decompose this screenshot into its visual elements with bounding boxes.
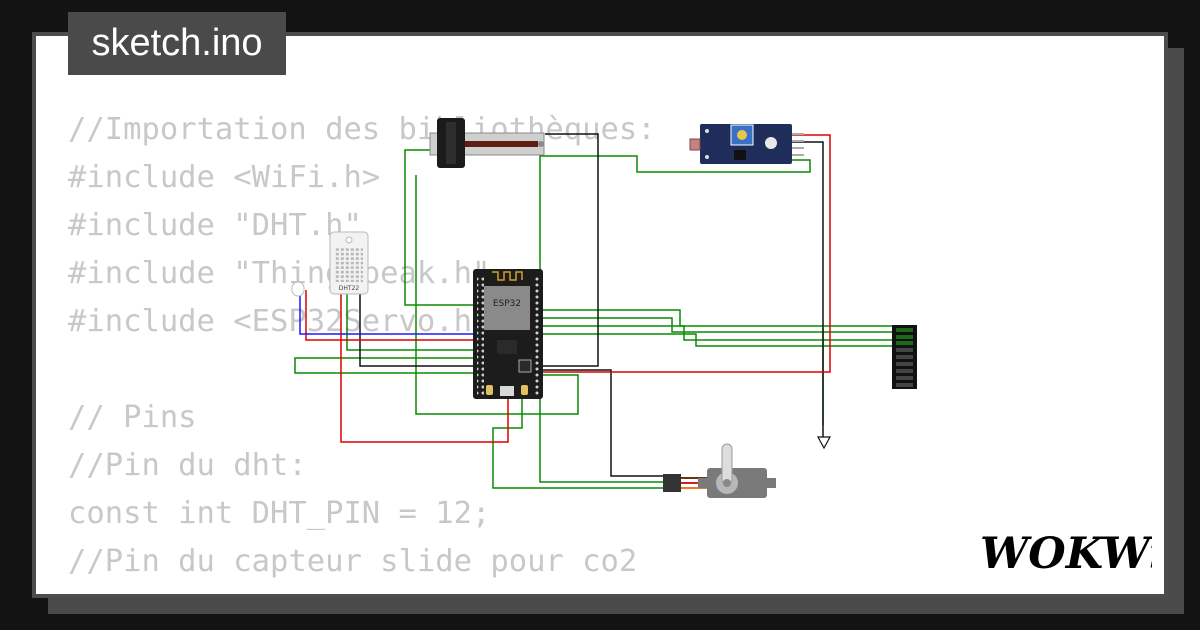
- code-line: #include <ESP32Servo.h>: [68, 304, 491, 339]
- led-bar-graph[interactable]: [892, 325, 917, 389]
- wokwi-logo: WOKWi: [980, 529, 1152, 578]
- slide-potentiometer[interactable]: [429, 118, 545, 168]
- code-line: #include <WiFi.h>: [68, 160, 381, 195]
- code-line: const int slide = 35;: [68, 586, 656, 594]
- led[interactable]: [291, 281, 305, 297]
- preview-card: //Importation des bibliothèques:#include…: [32, 32, 1168, 598]
- wokwi-logo-text: WOKWi: [980, 529, 1152, 578]
- code-line: //Pin du dht:: [68, 448, 307, 483]
- esp32-board[interactable]: ESP32: [473, 269, 543, 399]
- photoresistor-module[interactable]: [689, 124, 804, 164]
- servo-motor[interactable]: [663, 443, 776, 498]
- file-tab[interactable]: sketch.ino: [68, 12, 286, 75]
- dht22-sensor[interactable]: DHT22: [329, 231, 369, 295]
- wires: [294, 133, 892, 489]
- esp32-label: ESP32: [493, 299, 521, 309]
- code-line: #include "DHT.h": [68, 208, 362, 243]
- code-line: // Pins: [68, 400, 197, 435]
- ground-symbol: [816, 436, 832, 450]
- code-line: const int DHT_PIN = 12;: [68, 496, 491, 531]
- code-line: //Pin du capteur slide pour co2: [68, 544, 638, 579]
- dht-label: DHT22: [339, 285, 360, 292]
